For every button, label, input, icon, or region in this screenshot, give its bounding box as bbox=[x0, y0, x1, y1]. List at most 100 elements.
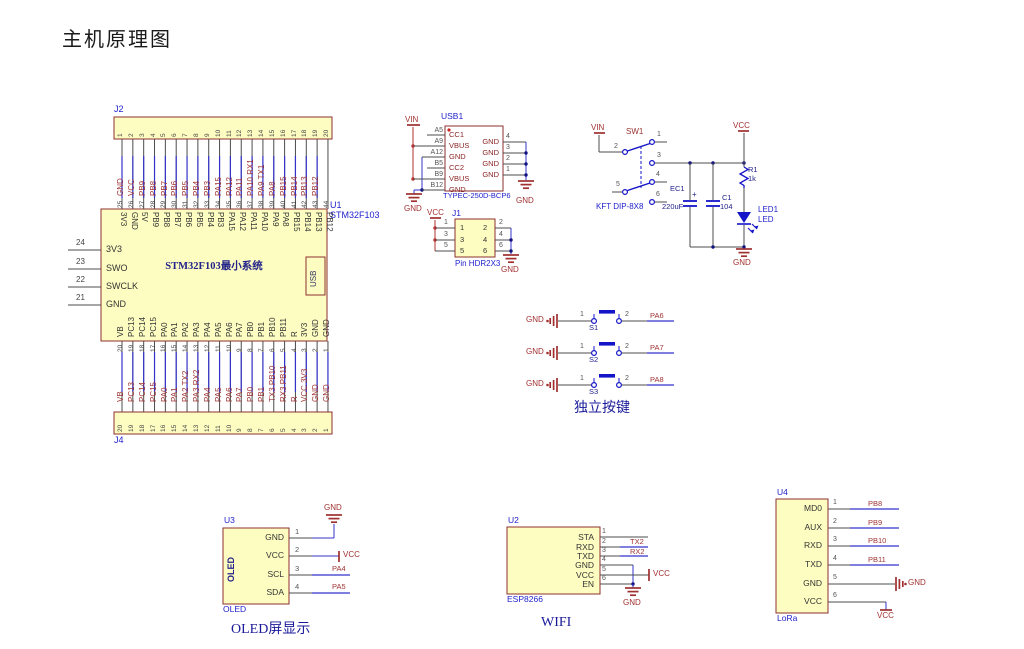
j4-pin-number: 8 bbox=[247, 428, 255, 432]
u1-pin-name: PB14 bbox=[303, 212, 313, 232]
button-pin-number: 1 bbox=[580, 311, 584, 318]
u1-pin-name: 3V3 bbox=[300, 322, 310, 337]
u2-pin-number: 1 bbox=[602, 527, 606, 535]
net-label: PB5 bbox=[181, 180, 191, 196]
usb1-pad-label: A9 bbox=[434, 137, 443, 145]
u1-pin-number: 29 bbox=[160, 200, 168, 208]
led-symbol bbox=[737, 212, 751, 223]
u4-body bbox=[775, 498, 829, 614]
button-pin-number: 2 bbox=[625, 343, 629, 350]
usb1-pad-label: A12 bbox=[430, 148, 443, 156]
j1-pin-name: 4 bbox=[483, 234, 488, 244]
u1-pin-number: 32 bbox=[192, 200, 200, 208]
usb1-pin-name: VBUS bbox=[449, 141, 470, 150]
u1-pin-name: PA9 bbox=[270, 212, 280, 227]
button-cap bbox=[599, 374, 615, 378]
j4-ref: J4 bbox=[114, 435, 124, 445]
usb1-pin-name: GND bbox=[482, 170, 499, 179]
j2-pin-number: 17 bbox=[290, 129, 298, 137]
u4-pin-name: AUX bbox=[804, 522, 822, 532]
pin1-marker bbox=[447, 128, 451, 132]
switch-contact bbox=[615, 318, 622, 325]
j1-pin-name: 3 bbox=[460, 234, 465, 244]
net-label: PA5 bbox=[332, 582, 346, 591]
junction-dot bbox=[711, 245, 715, 249]
usb1-pin-name: GND bbox=[482, 148, 499, 157]
j1-pin-number: 5 bbox=[444, 242, 448, 249]
j2-pin-number: 20 bbox=[323, 129, 331, 137]
u1-pin-name: PA5 bbox=[213, 322, 223, 337]
net-label: PA2 TX2 bbox=[181, 370, 191, 402]
j2-pin-number: 6 bbox=[171, 133, 179, 137]
usb1-pin-number: 4 bbox=[506, 133, 510, 140]
net-label: PB10 bbox=[868, 535, 887, 545]
button-cap bbox=[599, 310, 615, 314]
u1-pin-name: PA10 bbox=[259, 212, 269, 231]
u2-pin-number: 5 bbox=[602, 565, 606, 573]
net-label: PB13 bbox=[300, 176, 310, 196]
u1-part: STM32F103 bbox=[330, 210, 380, 220]
u1-pin-name: 3V3 bbox=[118, 212, 128, 227]
u3-ref: U3 bbox=[224, 515, 235, 525]
u1-pin-number: 24 bbox=[76, 238, 85, 247]
net-label: PB3 bbox=[202, 180, 212, 196]
button-pin-number: 1 bbox=[580, 343, 584, 350]
u1-pin-name: VB bbox=[116, 326, 126, 337]
u3-pin-number: 2 bbox=[295, 545, 300, 554]
net-label: TX2 bbox=[630, 536, 644, 546]
button-ref: S3 bbox=[589, 387, 599, 396]
gnd-label: GND bbox=[526, 315, 544, 324]
j2-pin-number: 12 bbox=[236, 129, 244, 137]
u2-pin-name: EN bbox=[582, 578, 594, 589]
page-title: 主机原理图 bbox=[62, 29, 172, 51]
usb1-pin-name: CC1 bbox=[449, 130, 465, 139]
u1-pin-name: GND bbox=[322, 319, 332, 337]
j2-pin-number: 10 bbox=[214, 129, 222, 137]
switch-contact bbox=[621, 189, 628, 196]
u1-pin-number: 31 bbox=[182, 200, 190, 208]
u3-pin-name: GND bbox=[265, 532, 284, 542]
u1-pin-name: PA3 bbox=[192, 322, 202, 337]
u1-pin-number: 17 bbox=[149, 344, 157, 352]
u1-pin-name: PC14 bbox=[137, 316, 147, 337]
u1-pin-name: PA4 bbox=[202, 322, 212, 337]
usb1-pin-name: GND bbox=[449, 152, 466, 161]
usb1-ref: USB1 bbox=[441, 111, 464, 121]
u1-pin-number: 2 bbox=[312, 348, 320, 352]
switch-arm bbox=[627, 182, 651, 192]
sw1-pin-number: 3 bbox=[657, 152, 661, 159]
u1-pin-number: 26 bbox=[127, 200, 135, 208]
j1-pin-name: 5 bbox=[460, 245, 465, 255]
u3-pin-name: SCL bbox=[267, 569, 284, 579]
j1-pin-number: 4 bbox=[499, 231, 503, 238]
net-label: GND bbox=[311, 384, 321, 402]
connector-j2-body bbox=[113, 116, 333, 140]
u1-pin-number: 6 bbox=[268, 348, 276, 352]
switch-arm bbox=[627, 142, 651, 152]
button-ref: S1 bbox=[589, 323, 599, 332]
u1-pin-number: 19 bbox=[127, 344, 135, 352]
net-label: GND bbox=[322, 384, 332, 402]
switch-contact bbox=[590, 350, 597, 357]
j4-pin-number: 1 bbox=[323, 428, 331, 432]
u1-pin-number: 7 bbox=[258, 348, 266, 352]
button-ref: S2 bbox=[589, 355, 599, 364]
net-label: PB9 bbox=[137, 180, 147, 196]
junction-dot bbox=[524, 162, 528, 166]
j4-pin-number: 11 bbox=[214, 425, 222, 432]
u3-pin-number: 1 bbox=[295, 527, 300, 536]
junction-dot bbox=[742, 245, 746, 249]
u4-pin-name: MD0 bbox=[804, 503, 822, 513]
u1-pin-number: 34 bbox=[214, 200, 222, 208]
j4-pin-number: 19 bbox=[127, 424, 135, 432]
gnd-label: GND bbox=[908, 578, 926, 587]
gnd-label: GND bbox=[516, 196, 534, 205]
usb1-pad-label: B12 bbox=[430, 181, 443, 189]
u1-pin-number: 11 bbox=[214, 345, 222, 352]
switch-contact bbox=[590, 318, 597, 325]
j2-pin-number: 16 bbox=[279, 129, 287, 137]
net-label: PB14 bbox=[289, 176, 299, 196]
usb1-pin-name: VBUS bbox=[449, 174, 470, 183]
net-label: PA6 bbox=[650, 310, 664, 320]
gnd-label: GND bbox=[404, 204, 422, 213]
